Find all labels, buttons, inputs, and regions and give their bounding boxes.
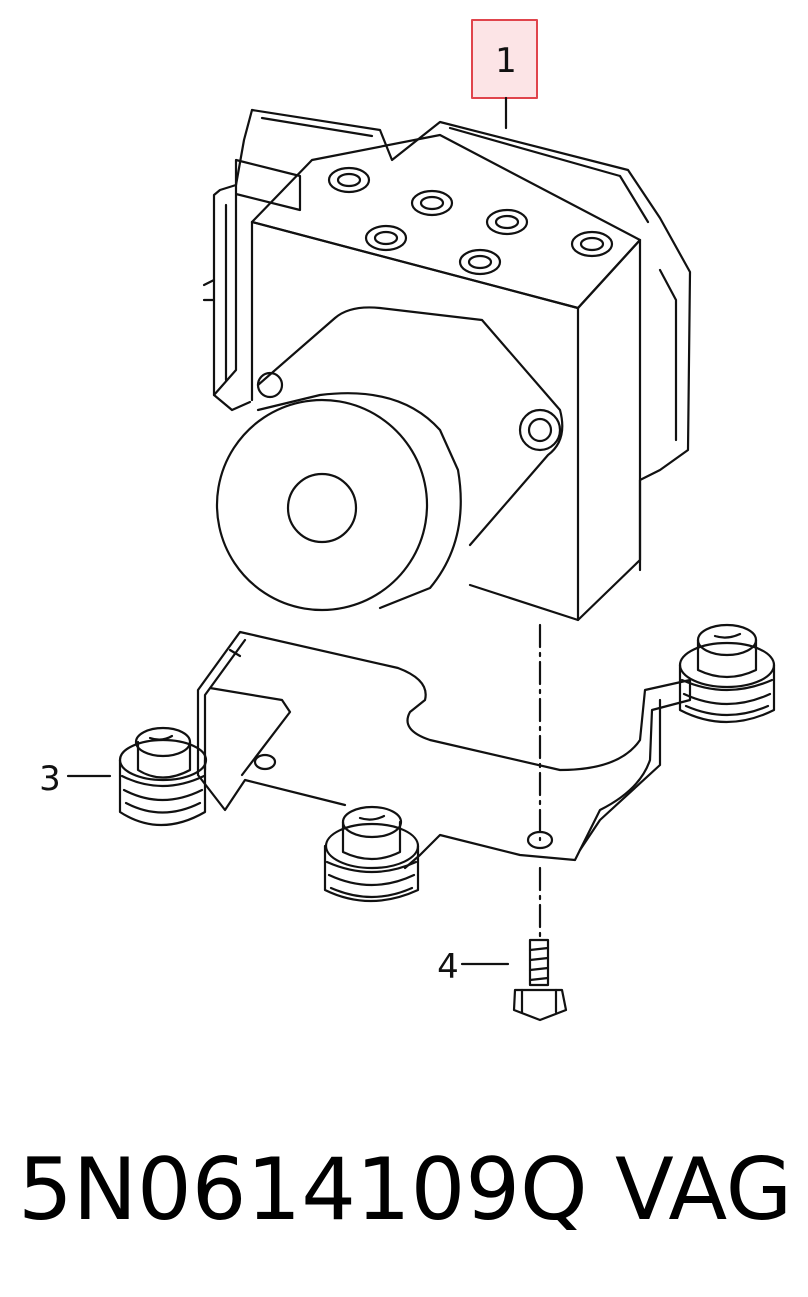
callout-1-label: 1 <box>495 41 517 81</box>
port-holes <box>327 166 614 276</box>
hydraulic-block-right <box>576 238 642 622</box>
brand-label: VAG <box>615 1140 793 1240</box>
bolt-4 <box>512 938 568 1022</box>
rubber-mount-right <box>678 623 776 724</box>
mounting-bracket <box>196 630 692 870</box>
callout-3-label: 3 <box>39 759 61 799</box>
hydraulic-block-front <box>250 220 580 622</box>
callout-1-highlight[interactable] <box>471 19 538 99</box>
rubber-mount-center <box>323 805 420 903</box>
callout-4-label: 4 <box>437 947 459 987</box>
part-number: 5N0614109Q <box>18 1140 588 1240</box>
motor-shaft <box>286 472 358 544</box>
rubber-mount-left <box>118 726 208 827</box>
pump-motor-body <box>256 392 462 610</box>
connector <box>212 158 302 397</box>
motor-flange <box>256 306 564 547</box>
control-unit-housing <box>250 108 692 572</box>
hydraulic-block-top <box>250 133 642 310</box>
pump-motor-front <box>215 398 429 612</box>
